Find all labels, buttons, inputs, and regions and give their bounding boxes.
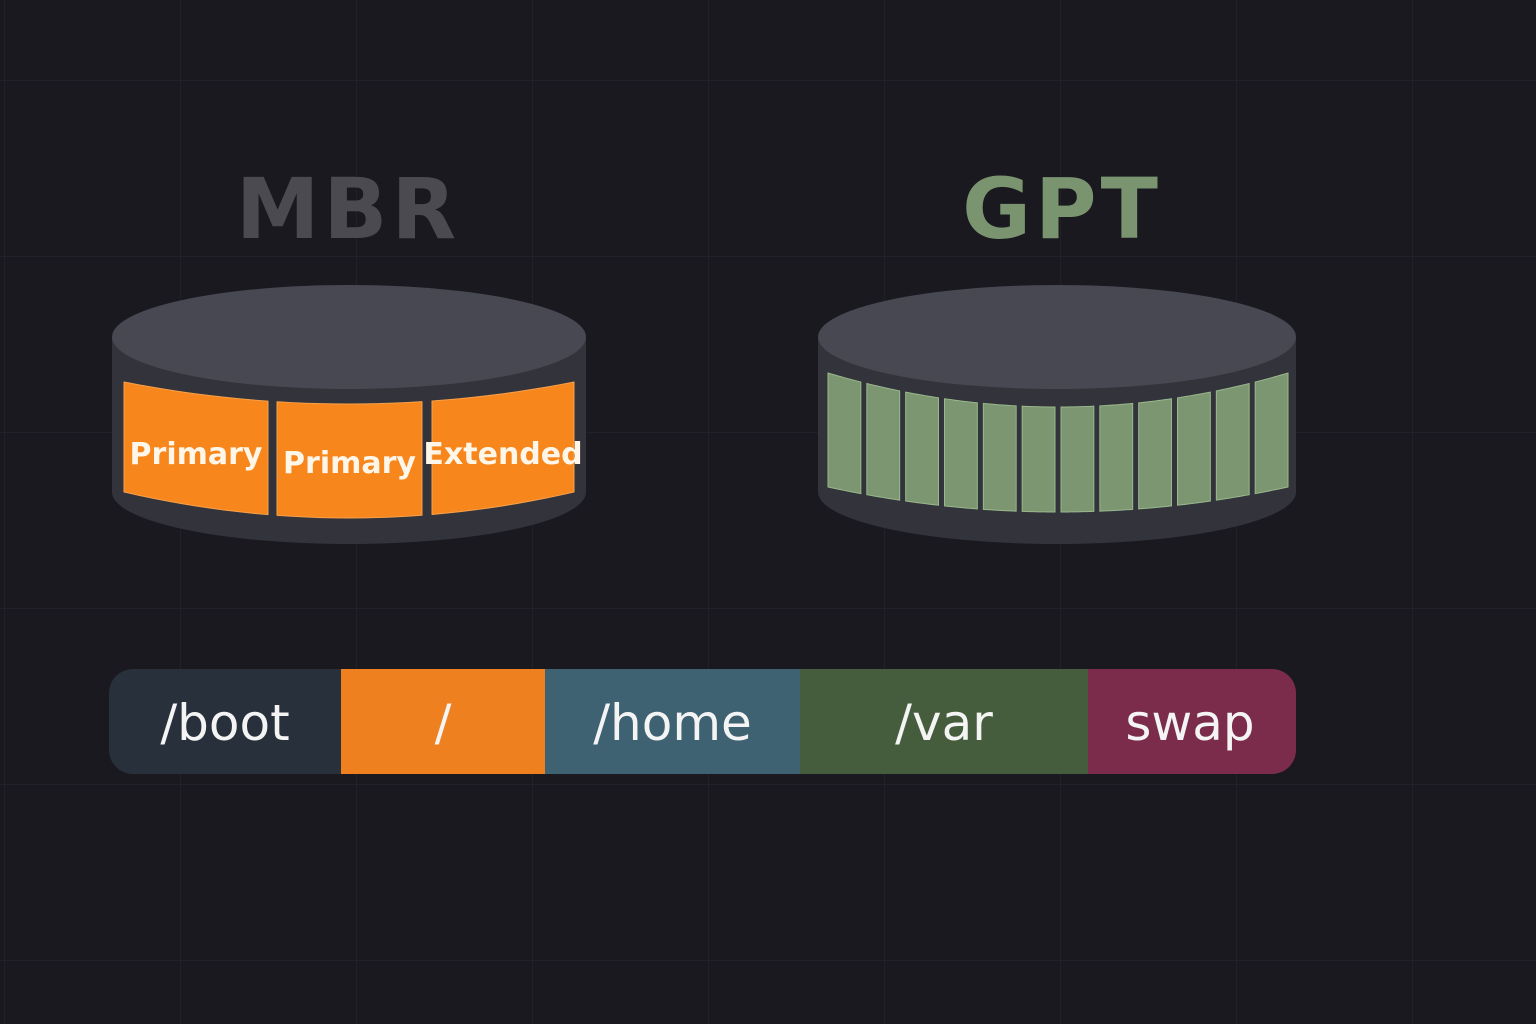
bar-segment: /boot (109, 669, 341, 774)
gpt-partition (866, 382, 901, 501)
bar-segment-label: / (435, 694, 452, 752)
bar-segment: /home (545, 669, 800, 774)
mbr-partition: Primary (123, 381, 269, 516)
bar-segment: /var (800, 669, 1088, 774)
partition-layout-bar: /boot / /home/var swap (109, 669, 1296, 774)
gpt-disk-top (818, 285, 1296, 389)
mbr-disk-top (112, 285, 586, 389)
gpt-partition (944, 398, 978, 510)
mbr-partition: Extended (423, 381, 583, 515)
bar-segment: swap (1088, 669, 1296, 774)
gpt-partition (982, 402, 1017, 512)
bar-segment: / (341, 669, 545, 774)
bar-segment-label: swap (1125, 694, 1254, 752)
gpt-partition (1254, 372, 1289, 495)
gpt-partition (1215, 382, 1250, 501)
mbr-title: MBR (236, 160, 460, 258)
mbr-partition-label: Primary (283, 446, 416, 481)
bar-segment-label: /boot (160, 694, 289, 752)
gpt-partition (1021, 405, 1056, 513)
gpt-partition (1138, 398, 1172, 510)
bar-segment-label: /home (593, 694, 752, 752)
gpt-disk (818, 285, 1296, 544)
gpt-partition (827, 372, 862, 495)
bar-segment-label: /var (895, 694, 993, 752)
gpt-partition (1099, 402, 1134, 512)
mbr-partition: Primary (276, 401, 423, 519)
mbr-partition-label: Extended (423, 437, 582, 472)
gpt-partition (905, 391, 939, 506)
mbr-partition-label: Primary (130, 437, 263, 472)
gpt-title: GPT (962, 160, 1162, 258)
gpt-partition (1177, 391, 1211, 506)
gpt-partition (1060, 405, 1095, 513)
